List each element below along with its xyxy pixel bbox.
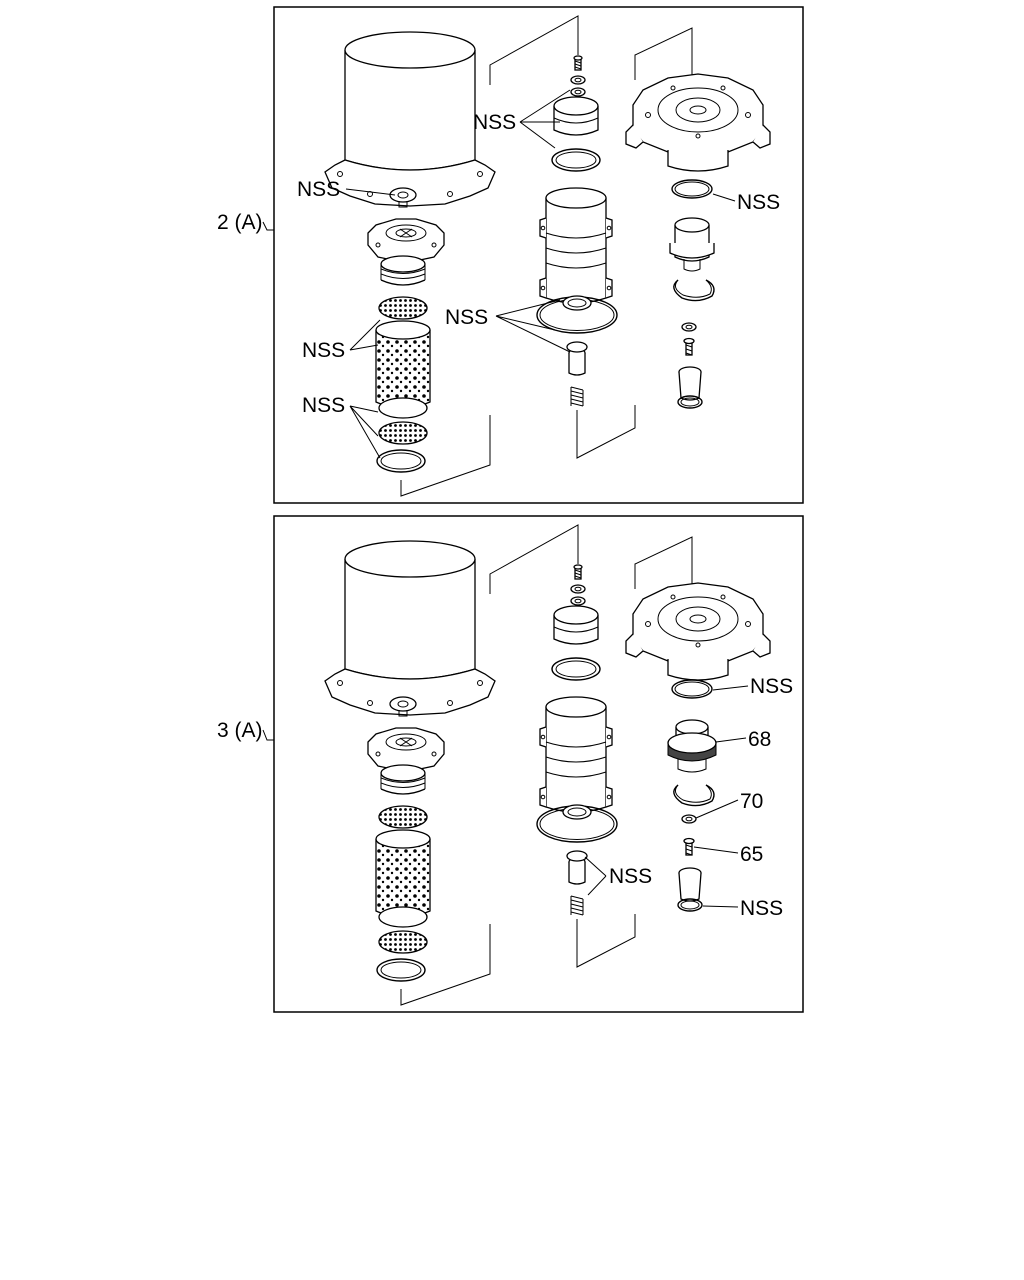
panel-2: 2 (A) NSS NSS NSS NSS NSS NSS bbox=[217, 6, 804, 504]
panel-3-callout-nss-oring: NSS bbox=[740, 897, 783, 920]
panel-3-leader-nss-ring bbox=[712, 685, 749, 691]
panel-2-frame bbox=[273, 6, 804, 504]
panel-3-leader-nss-plunger bbox=[584, 856, 607, 896]
panel-3-callout-nss-ring: NSS bbox=[750, 675, 793, 698]
panel-2-ref-label: 2 (A) bbox=[217, 211, 263, 234]
panel-3-leader-70 bbox=[695, 799, 739, 819]
panel-2-leader-nss-lower bbox=[349, 405, 381, 459]
panel-3-leader-nss-oring bbox=[702, 905, 739, 908]
panel-3-exploded-assembly bbox=[324, 524, 771, 1006]
panel-3-callout-68: 68 bbox=[748, 728, 771, 751]
panel-2-leader-nss-washer bbox=[345, 188, 396, 196]
panel-2-ref-leader bbox=[262, 221, 274, 231]
panel-2-leader-nss-piston bbox=[519, 89, 571, 149]
panel-2-callout-nss-washer: NSS bbox=[297, 178, 340, 201]
panel-3-ref-leader bbox=[262, 729, 274, 741]
panel-2-leader-nss-filter bbox=[349, 319, 381, 351]
panel-3-ref-label: 3 (A) bbox=[217, 719, 263, 742]
panel-3-callout-70: 70 bbox=[740, 790, 763, 813]
panel-3: 3 (A) bbox=[217, 515, 804, 1013]
panel-3-callout-65: 65 bbox=[740, 843, 763, 866]
panel-2-callout-nss-piston: NSS bbox=[473, 111, 516, 134]
panel-2-exploded-assembly bbox=[325, 16, 770, 496]
panel-3-callout-nss-plunger: NSS bbox=[609, 865, 652, 888]
panel-2-callout-nss-lower: NSS bbox=[302, 394, 345, 417]
panel-2-callout-nss-seals: NSS bbox=[445, 306, 488, 329]
panel-2-leader-nss-seals bbox=[495, 299, 571, 353]
panel-3-leader-65 bbox=[693, 846, 739, 854]
panel-3-leader-68 bbox=[715, 737, 747, 743]
panel-2-callout-nss-ring: NSS bbox=[737, 191, 780, 214]
panel-3-frame bbox=[273, 515, 804, 1013]
panel-2-leader-nss-ring bbox=[712, 193, 736, 202]
panel-2-callout-nss-filter: NSS bbox=[302, 339, 345, 362]
